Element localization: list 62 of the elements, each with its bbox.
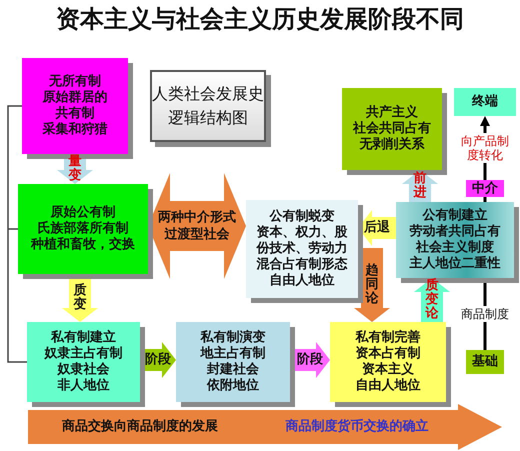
box-text: 种植和畜牧，交换 bbox=[31, 237, 135, 253]
box-text: 劳动者共同占有 bbox=[410, 224, 500, 240]
box-text: 共产主义 bbox=[366, 105, 418, 121]
timeline-arrow bbox=[28, 404, 502, 450]
stage-box bbox=[22, 58, 128, 154]
edge-label: 阶段 bbox=[297, 353, 323, 367]
box-text: 自由人地位 bbox=[270, 273, 334, 289]
box-text: 奴隶主占有制 bbox=[44, 346, 122, 362]
box-text: 资本主义 bbox=[362, 362, 414, 378]
box-text: 基础 bbox=[472, 354, 498, 370]
box-text: 商品交换向商品制度的发展 bbox=[62, 419, 218, 435]
stage-box bbox=[27, 322, 140, 402]
box-text: 原始群居的 bbox=[42, 90, 108, 106]
box-text: 氏族部落所有制 bbox=[38, 221, 128, 236]
tag-box bbox=[466, 180, 504, 197]
box-text: 原始公有制 bbox=[50, 205, 116, 220]
box-text: 资本、权力、股份技术、劳动力混合占有制形态 bbox=[255, 225, 348, 273]
box-text: 公有制建立 bbox=[422, 208, 488, 224]
title-text: 人类社会发展史 bbox=[152, 83, 264, 105]
box-text: 商品制度货币交换的确立 bbox=[285, 419, 428, 435]
box-text: 主人地位二重性 bbox=[410, 256, 500, 272]
stage-box bbox=[396, 202, 514, 278]
tag-box bbox=[466, 350, 504, 374]
edge-label: 阶段 bbox=[145, 353, 171, 367]
edge-label: 质变论 bbox=[425, 279, 439, 321]
stage-box bbox=[246, 200, 358, 298]
connector-line bbox=[484, 197, 486, 202]
box-text: 无剥削关系 bbox=[360, 137, 424, 153]
edge-label: 后退 bbox=[364, 221, 390, 235]
box-text: 共有制 bbox=[56, 106, 94, 122]
edge-label: 前进 bbox=[413, 172, 427, 200]
tag-box bbox=[454, 88, 516, 116]
box-text: 终端 bbox=[472, 94, 498, 110]
box-text: 依附地位 bbox=[207, 378, 259, 394]
box-text: 封建社会 bbox=[207, 362, 259, 378]
box-text: 社会共同占有 bbox=[353, 121, 431, 136]
title-text: 逻辑结构图 bbox=[168, 107, 248, 129]
box-text: 地主占有制 bbox=[200, 346, 266, 362]
stage-box bbox=[176, 322, 290, 402]
box-text: 非人地位 bbox=[58, 378, 110, 394]
box-text: 私有制建立 bbox=[51, 330, 116, 346]
box-text: 无所有制 bbox=[49, 74, 101, 90]
box-text: 奴隶社会 bbox=[58, 362, 110, 378]
box-text: 社会主义制度 bbox=[416, 240, 494, 256]
arrow bbox=[354, 248, 390, 322]
box-text: 私有制完善 bbox=[356, 330, 420, 346]
edge-label: 商品制度 bbox=[461, 306, 509, 322]
stage-box bbox=[330, 322, 446, 402]
box-text: 私有制演变 bbox=[200, 330, 266, 346]
edge-label: 向产品制度转化 bbox=[460, 133, 510, 163]
title: 资本主义与社会主义历史发展阶段不同 bbox=[55, 4, 465, 34]
edge-label: 两种中介形式过渡型社会 bbox=[157, 209, 237, 243]
edge-label: 趋同论 bbox=[365, 264, 379, 306]
edge-label: 质变 bbox=[73, 284, 87, 312]
stage-box bbox=[18, 184, 148, 274]
box-text: 资本占有制 bbox=[356, 346, 420, 362]
box-text: 采集和狩猎 bbox=[42, 122, 108, 138]
box-text: 中介 bbox=[472, 180, 498, 196]
stage-box bbox=[342, 88, 442, 170]
box-text: 公有制蜕变 bbox=[270, 209, 334, 225]
box-text: 自由人地位 bbox=[356, 378, 420, 394]
edge-label: 量变 bbox=[68, 155, 82, 183]
